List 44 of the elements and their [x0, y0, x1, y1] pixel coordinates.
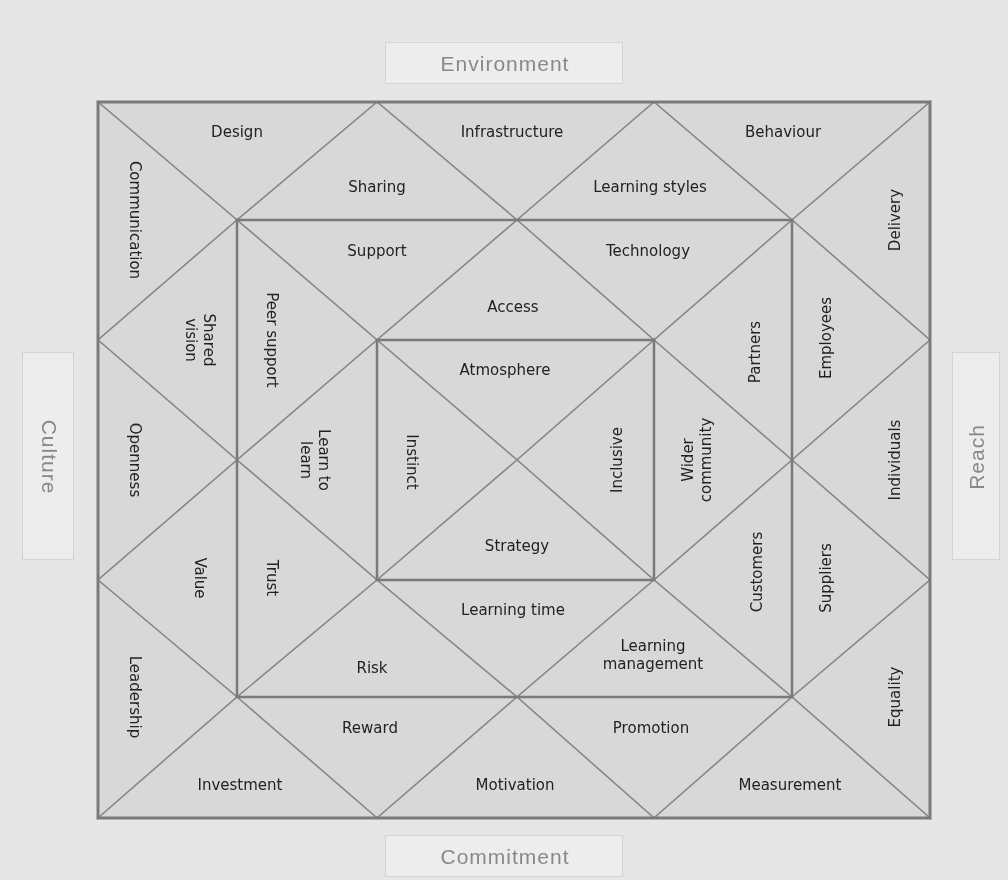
tile-label: Shared vision	[182, 313, 218, 367]
tile-label: Communication	[126, 160, 144, 280]
tile-label: Strategy	[484, 537, 550, 555]
tile-label: Leadership	[126, 655, 144, 739]
side-label-box	[385, 835, 623, 877]
tile-label: Reward	[342, 719, 398, 737]
tile-label: Access	[487, 298, 539, 316]
side-label-box	[952, 352, 1000, 560]
tile-label: Employees	[817, 296, 835, 380]
tile-label: Inclusive	[608, 427, 626, 493]
tile-label: Learn to learn	[297, 428, 333, 493]
side-label: Culture	[40, 419, 58, 495]
tile-label: Suppliers	[817, 543, 835, 613]
tile-label: Promotion	[612, 719, 690, 737]
tile-label: Peer support	[263, 292, 281, 388]
tile-label: Support	[347, 242, 407, 260]
tile-label: Technology	[606, 242, 690, 260]
tile-label: Learning time	[461, 601, 565, 619]
tile-label: Partners	[746, 320, 764, 384]
tile-label: Instinct	[403, 434, 421, 490]
tile-label: Delivery	[886, 188, 904, 252]
tile-label: Trust	[263, 559, 281, 597]
tile-label: Motivation	[475, 776, 555, 794]
tile-label: Customers	[748, 531, 766, 613]
tile-label: Wider community	[679, 416, 715, 505]
side-label-box	[22, 352, 74, 560]
tile-label: Measurement	[738, 776, 842, 794]
tile-label: Behaviour	[744, 123, 822, 141]
tile-label: Infrastructure	[460, 123, 564, 141]
side-label: Commitment	[440, 848, 570, 866]
tile-label: Investment	[197, 776, 283, 794]
tile-label: Value	[191, 557, 209, 599]
tile-label: Sharing	[348, 178, 406, 196]
tile-label: Design	[211, 123, 263, 141]
tile-label: Individuals	[886, 419, 904, 501]
tile-label: Learning styles	[593, 178, 707, 196]
tile-label: Equality	[886, 666, 904, 728]
tile-label: Learning management	[601, 637, 705, 673]
side-label: Reach	[968, 424, 986, 490]
tile-label: Risk	[356, 659, 388, 677]
side-label: Environment	[440, 55, 570, 73]
tile-label: Atmosphere	[459, 361, 551, 379]
side-label-box	[385, 42, 623, 84]
tile-label: Openness	[126, 422, 144, 498]
